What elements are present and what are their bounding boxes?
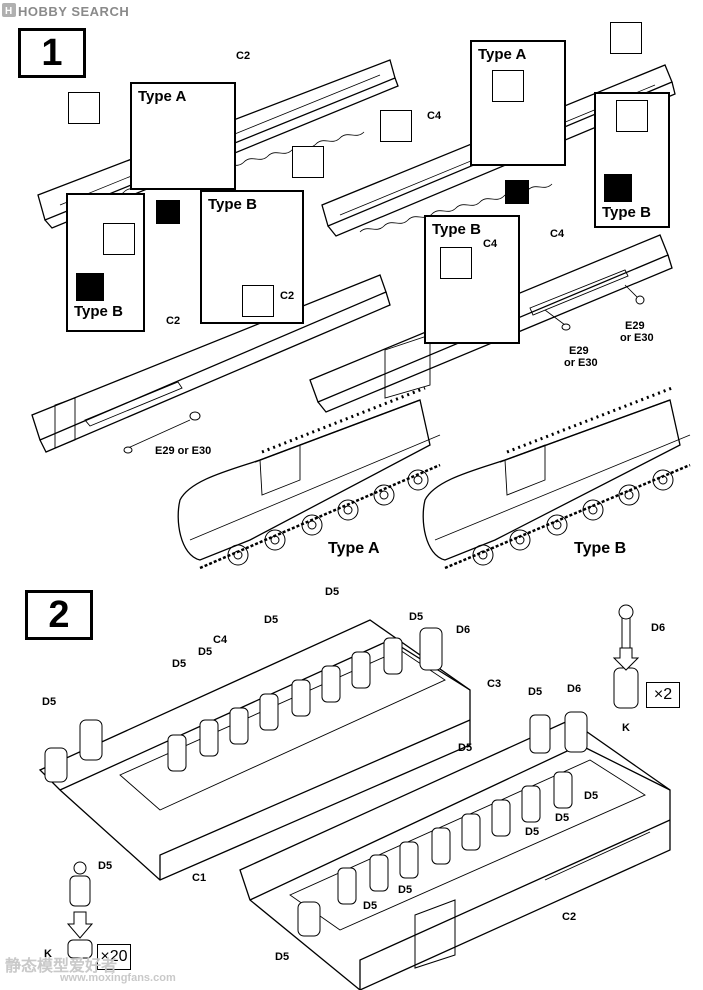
part-label-c4: C4 (550, 228, 565, 240)
part-label-d5: D5 (98, 860, 113, 872)
detail-view-icon (68, 92, 100, 124)
detail-view-icon (380, 110, 412, 142)
callout-title: Type B (74, 303, 123, 320)
part-label-d6: D6 (567, 683, 582, 695)
part-label-c2: C2 (166, 315, 181, 327)
spring-d5-lower-row (297, 711, 588, 937)
part-label-or-e30: or E30 (620, 332, 654, 344)
detail-view-icon (492, 70, 524, 102)
part-label-d5: D5 (42, 696, 57, 708)
spring-d5-upper-row (44, 627, 443, 783)
part-label-d5: D5 (584, 790, 599, 802)
arrow-down-icon (612, 647, 640, 671)
callout-title: Type B (602, 204, 651, 221)
part-label-d5: D5 (525, 826, 540, 838)
part-label-d6: D6 (456, 624, 471, 636)
callout-left-type-b: Type B (66, 193, 145, 332)
part-label-c2: C2 (236, 50, 251, 62)
step-1-number: 1 (18, 28, 86, 78)
variant-label-type-b: Type B (574, 540, 627, 557)
header-bar: H HOBBY SEARCH (0, 0, 703, 22)
part-label-d5: D5 (363, 900, 378, 912)
part-label-c4: C4 (483, 238, 498, 250)
callout-title: Type A (138, 88, 187, 105)
part-label-d5: D5 (409, 611, 424, 623)
multiplier-x2: ×2 (646, 682, 680, 708)
part-label-d5: D5 (325, 586, 340, 598)
part-label-d5: D5 (458, 742, 473, 754)
part-label-d5: D5 (398, 884, 413, 896)
callout-title: Type B (432, 221, 481, 238)
detail-view-icon (616, 100, 648, 132)
part-label-k: K (622, 722, 630, 734)
glue-icon (604, 174, 632, 202)
callout-left-type-a: Type A (130, 82, 236, 190)
detail-view-icon (292, 146, 324, 178)
watermark-text: 静态模型爱好者 (5, 958, 118, 975)
part-label-c3: C3 (487, 678, 502, 690)
part-label-d5: D5 (528, 686, 543, 698)
part-label-or-e30: or E30 (564, 357, 598, 369)
svg-text:H: H (5, 6, 12, 17)
part-label-c2: C2 (280, 290, 295, 302)
part-label-c2: C2 (562, 911, 577, 923)
part-label-k: K (44, 948, 52, 960)
part-label-e29-e30: E29 or E30 (155, 445, 212, 457)
part-label-d6: D6 (651, 622, 666, 634)
part-label-d5: D5 (198, 646, 213, 658)
callout-right-type-b: Type B (594, 92, 670, 228)
watermark-url: www.moxingfans.com (60, 972, 176, 984)
detail-view-icon (242, 285, 274, 317)
part-label-c1: C1 (192, 872, 207, 884)
detail-view-icon (440, 247, 472, 279)
part-label-d5: D5 (555, 812, 570, 824)
variant-label-type-a: Type A (328, 540, 380, 557)
part-label-e29: E29 (625, 320, 645, 332)
glue-icon (76, 273, 104, 301)
part-label-d5: D5 (264, 614, 279, 626)
part-label-e29: E29 (569, 345, 589, 357)
part-label-c4: C4 (427, 110, 442, 122)
multiplier-x20: ×20 (97, 944, 131, 970)
hobby-search-logo-icon: H (2, 3, 16, 17)
brand-name: HOBBY SEARCH (18, 4, 130, 19)
detail-view-icon (610, 22, 642, 54)
glue-icon (156, 200, 180, 224)
glue-icon (505, 180, 529, 204)
callout-right-type-b-c4: Type B (424, 215, 520, 344)
callout-title: Type A (478, 46, 527, 63)
step-2-number: 2 (25, 590, 93, 640)
callout-right-type-a: Type A (470, 40, 566, 166)
detail-view-icon (103, 223, 135, 255)
callout-title: Type B (208, 196, 257, 213)
part-label-d5: D5 (172, 658, 187, 670)
part-label-d5: D5 (275, 951, 290, 963)
part-label-c4: C4 (213, 634, 228, 646)
arrow-down-icon (66, 911, 94, 939)
